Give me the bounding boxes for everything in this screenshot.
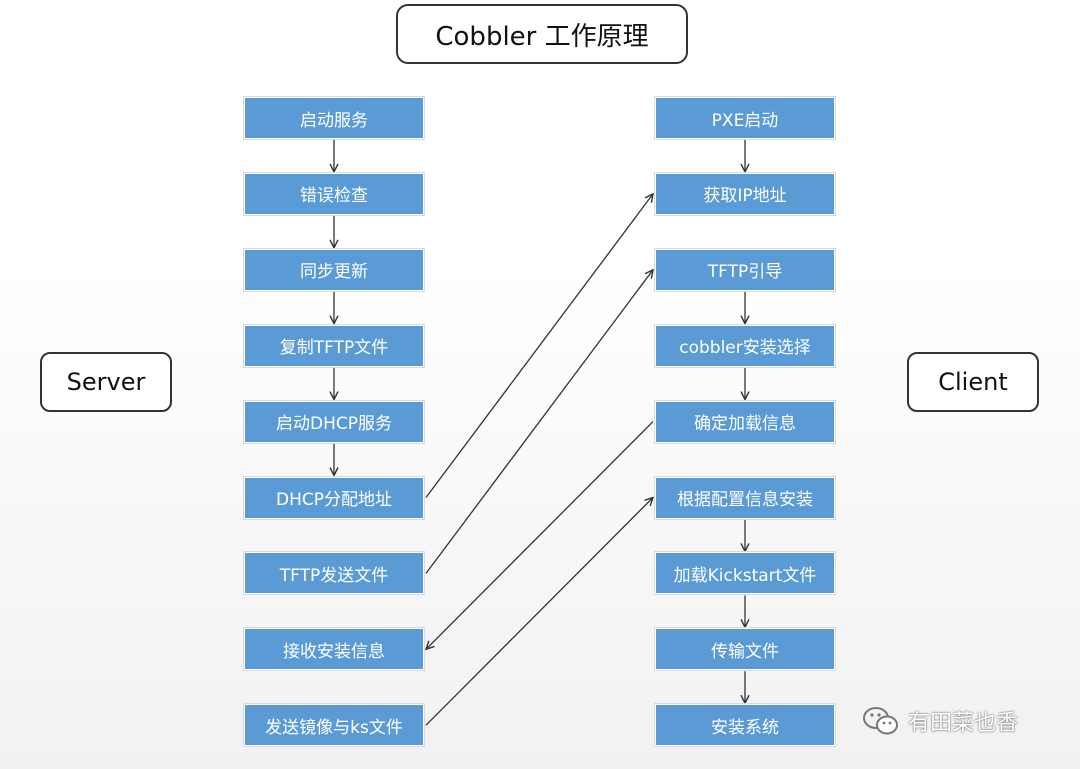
- cross-arrow-3: [426, 421, 654, 650]
- watermark: 有田菜也香: [862, 703, 1018, 739]
- client-step-2: 获取IP地址: [654, 171, 836, 216]
- watermark-text: 有田菜也香: [908, 711, 1019, 736]
- cross-arrow-1: [425, 194, 653, 498]
- server-step-4: 复制TFTP文件: [243, 323, 425, 368]
- server-step-3: 同步更新: [243, 247, 425, 292]
- client-step-5: 确定加载信息: [654, 399, 836, 444]
- server-step-7: TFTP发送文件: [243, 551, 425, 596]
- server-step-8: 接收安装信息: [243, 627, 425, 672]
- client-step-7: 加载Kickstart文件: [654, 551, 836, 596]
- client-step-6: 根据配置信息安装: [654, 475, 836, 520]
- client-step-9: 安装系统: [654, 703, 836, 748]
- server-step-9: 发送镜像与ks文件: [243, 703, 425, 748]
- server-step-2: 错误检查: [243, 171, 425, 216]
- server-label: Server: [40, 352, 172, 412]
- client-step-8: 传输文件: [654, 627, 836, 672]
- server-step-5: 启动DHCP服务: [243, 399, 425, 444]
- diagram-title: Cobbler 工作原理: [396, 4, 688, 64]
- cross-arrow-4: [425, 498, 653, 726]
- cross-arrow-2: [425, 270, 653, 574]
- client-step-3: TFTP引导: [654, 247, 836, 292]
- client-step-4: cobbler安装选择: [654, 323, 836, 368]
- wechat-icon: [863, 707, 898, 735]
- server-step-1: 启动服务: [243, 96, 425, 140]
- server-step-6: DHCP分配地址: [243, 475, 425, 520]
- client-label: Client: [907, 352, 1039, 412]
- client-step-1: PXE启动: [654, 96, 836, 140]
